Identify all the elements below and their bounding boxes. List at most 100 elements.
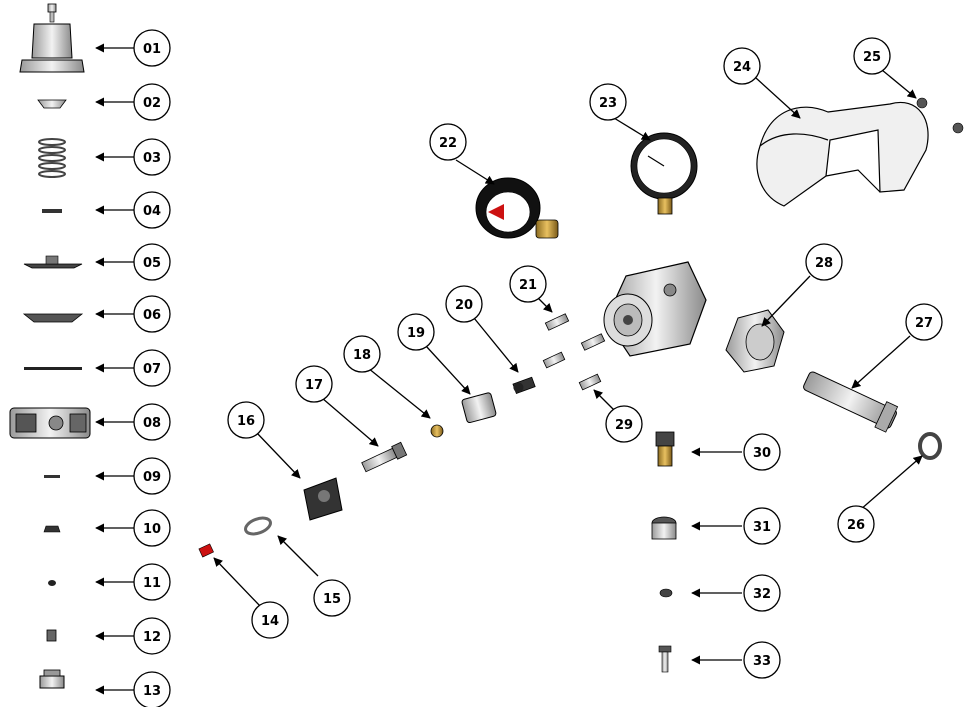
- callout-18: 18: [343, 335, 381, 373]
- callout-circle: [133, 509, 171, 547]
- callout-label: 28: [815, 256, 833, 271]
- callout-circle: [743, 574, 781, 612]
- part-17-bolt: [361, 441, 408, 473]
- callout-label: 06: [143, 308, 161, 323]
- callout-circle: [133, 295, 171, 333]
- callout-circle: [133, 349, 171, 387]
- callout-09: 09: [133, 457, 171, 495]
- part-01-bonnet: [19, 3, 85, 73]
- callout-circle: [313, 579, 351, 617]
- part-22-pressure-gauge: [475, 177, 559, 239]
- callout-25: 25: [853, 37, 891, 75]
- part-12-nut: [46, 629, 57, 642]
- part-15-o-ring: [244, 516, 272, 536]
- part-04-pin: [42, 209, 62, 213]
- callout-10: 10: [133, 509, 171, 547]
- callout-circle: [133, 243, 171, 281]
- callout-label: 02: [143, 96, 161, 111]
- part-32-nut: [659, 588, 673, 598]
- callout-label: 30: [753, 446, 771, 461]
- callout-label: 12: [143, 630, 161, 645]
- callout-label: 05: [143, 256, 161, 271]
- callout-label: 19: [407, 326, 425, 341]
- callout-19: 19: [397, 313, 435, 351]
- callout-label: 20: [455, 298, 473, 313]
- part-26-washer: [918, 432, 942, 460]
- callout-23: 23: [589, 83, 627, 121]
- part-29-screw: [578, 373, 602, 391]
- callout-label: 07: [143, 362, 161, 377]
- callout-label: 10: [143, 522, 161, 537]
- callout-label: 22: [439, 136, 457, 151]
- callout-label: 31: [753, 520, 771, 535]
- callout-04: 04: [133, 191, 171, 229]
- part-27-fitting: [803, 371, 899, 433]
- callout-circle: [133, 671, 171, 707]
- callout-circle: [227, 401, 265, 439]
- callout-label: 21: [519, 278, 537, 293]
- callout-label: 11: [143, 576, 161, 591]
- callout-12: 12: [133, 617, 171, 655]
- callout-circle: [445, 285, 483, 323]
- part-30-nipple: [655, 431, 675, 467]
- callout-11: 11: [133, 563, 171, 601]
- callout-circle: [723, 47, 761, 85]
- callout-circle: [133, 457, 171, 495]
- callout-circle: [133, 617, 171, 655]
- part-05-diaphragm-plate: [23, 255, 83, 269]
- leader-lines: [95, 43, 923, 695]
- callout-circle: [429, 123, 467, 161]
- callout-circle: [133, 138, 171, 176]
- callout-label: 17: [305, 378, 323, 393]
- callout-16: 16: [227, 401, 265, 439]
- callout-label: 26: [847, 518, 865, 533]
- callout-circle: [743, 641, 781, 679]
- callout-circle: [589, 83, 627, 121]
- callout-17: 17: [295, 365, 333, 403]
- part-18-nut: [430, 424, 444, 438]
- part-20-valve-stem: [512, 376, 536, 394]
- callout-22: 22: [429, 123, 467, 161]
- callout-33: 33: [743, 641, 781, 679]
- callout-26: 26: [837, 505, 875, 543]
- callout-31: 31: [743, 507, 781, 545]
- callout-label: 29: [615, 418, 633, 433]
- callout-label: 25: [863, 50, 881, 65]
- regulator-body: [603, 261, 707, 357]
- callout-01: 01: [133, 29, 171, 67]
- part-07-gasket: [24, 367, 82, 370]
- callout-label: 33: [753, 654, 771, 669]
- part-13-plug: [39, 669, 65, 689]
- callout-07: 07: [133, 349, 171, 387]
- callout-label: 23: [599, 96, 617, 111]
- callout-03: 03: [133, 138, 171, 176]
- callout-label: 04: [143, 204, 161, 219]
- callout-circle: [133, 191, 171, 229]
- callout-08: 08: [133, 403, 171, 441]
- callout-label: 24: [733, 60, 751, 75]
- callout-circle: [397, 313, 435, 351]
- callout-label: 27: [915, 316, 933, 331]
- callout-circle: [743, 507, 781, 545]
- part-08-body: [9, 407, 91, 439]
- part-23-pressure-gauge: [630, 132, 698, 215]
- part-19-sleeve: [461, 392, 497, 424]
- part-16-cap: [303, 477, 343, 521]
- callout-label: 13: [143, 684, 161, 699]
- callout-circle: [743, 433, 781, 471]
- part-14-red-insert: [198, 543, 214, 558]
- callout-label: 01: [143, 42, 161, 57]
- part-06-diaphragm: [22, 313, 84, 323]
- part-28-hex-nut: [725, 309, 785, 373]
- part-10-seat: [43, 525, 61, 533]
- callout-circle: [853, 37, 891, 75]
- callout-06: 06: [133, 295, 171, 333]
- part-21-screws: [542, 313, 606, 369]
- callout-05: 05: [133, 243, 171, 281]
- callout-27: 27: [905, 303, 943, 341]
- callout-circle: [343, 335, 381, 373]
- part-25-nuts: [916, 97, 964, 134]
- callout-29: 29: [605, 405, 643, 443]
- callout-circle: [605, 405, 643, 443]
